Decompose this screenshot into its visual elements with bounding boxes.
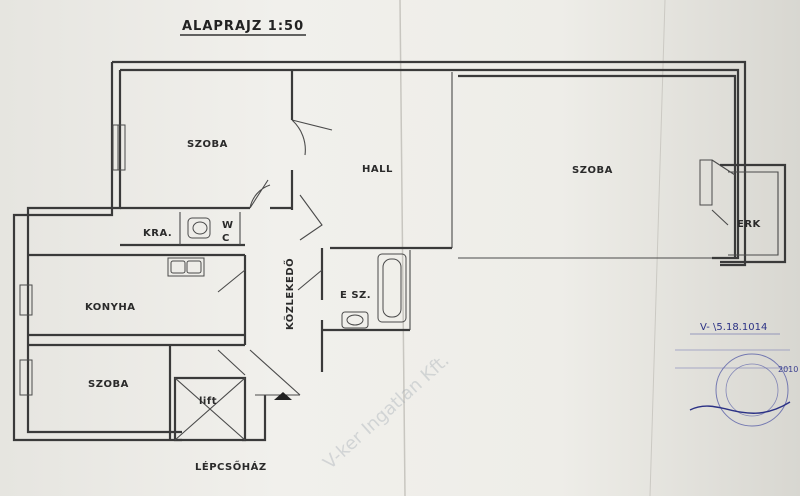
room-label-szoba-bottom: SZOBA	[88, 379, 129, 390]
stamp-line2: 2010	[778, 365, 798, 374]
stair-arrow-icon	[274, 392, 292, 400]
room-label-wc-c: C	[222, 233, 230, 244]
room-label-esz: E SZ.	[340, 290, 371, 301]
windows	[19, 124, 713, 396]
room-label-lift: lift	[199, 396, 217, 407]
official-stamp: V- \5.18.1014 2010	[675, 322, 798, 427]
room-label-konyha: KONYHA	[85, 302, 136, 313]
room-label-szoba-top: SZOBA	[187, 139, 228, 150]
plan-title: ALAPRAJZ 1:50	[182, 19, 304, 34]
room-label-hall: HALL	[362, 164, 393, 175]
sanitary-fixtures	[167, 217, 407, 329]
room-label-kozlekedo: KÖZLEKEDŐ	[282, 258, 296, 330]
room-label-szoba-big: SZOBA	[572, 165, 613, 176]
fold-line	[649, 0, 666, 496]
signature	[689, 401, 791, 414]
stamp-line1: V- \5.18.1014	[700, 322, 767, 333]
doors	[217, 119, 736, 376]
interior-walls	[28, 70, 737, 442]
room-label-wc-w: W	[222, 220, 234, 231]
watermark: V-ker Ingatlan Kft.	[319, 350, 453, 474]
balcony-inner	[728, 171, 779, 256]
balcony-outline	[720, 163, 787, 264]
room-label-lepcsohaz: LÉPCSŐHÁZ	[195, 459, 267, 473]
room-label-erk: ERK	[737, 219, 762, 230]
room-label-kra: KRA.	[143, 228, 172, 239]
